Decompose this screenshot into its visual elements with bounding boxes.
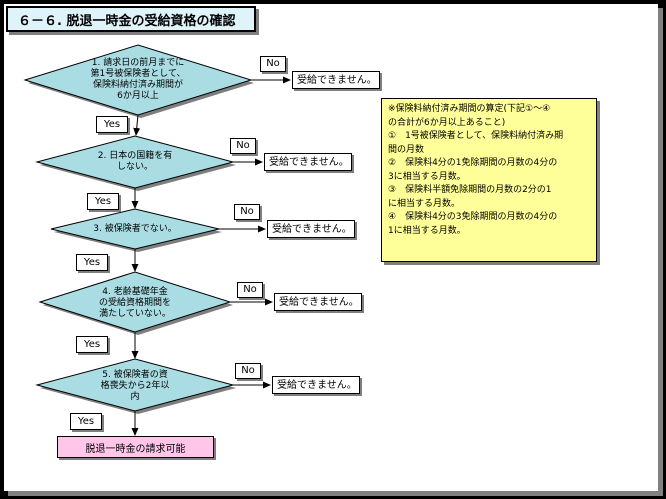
title-box: ６－６. 脱退一時金の受給資格の確認 (6, 6, 256, 32)
decision-1-line-1: 1. 請求日の前月までに (91, 58, 185, 68)
yes-label-1: Yes (96, 116, 128, 133)
no-label-2: No (230, 138, 256, 154)
note-line-2: の合計が6か月以上あること) (388, 117, 506, 128)
decision-1-line-4: 6か月以上 (117, 91, 159, 101)
yes-label-5: Yes (70, 413, 102, 430)
decision-2-line-1: 2. 日本の国籍を有 (97, 151, 173, 161)
decision-5-line-2: 格喪失から2年以 (100, 380, 170, 391)
yes-label-2: Yes (87, 193, 119, 210)
note-line-7: ③ 保険料半額免除期間の月数の2分の1 (388, 185, 552, 195)
note-line-1: ※保険料納付済み期間の算定(下記①～④ (388, 104, 551, 114)
result-box-1: 受給できません。 (292, 71, 380, 89)
final-result-box: 脱退一時金の請求可能 (57, 436, 214, 458)
note-box: ※保険料納付済み期間の算定(下記①～④ の合計が6か月以上あること) ① 1号被… (381, 98, 597, 262)
result-box-2: 受給できません。 (264, 153, 352, 171)
no-label-4: No (237, 282, 263, 298)
note-line-10: 1に相当する月数。 (388, 225, 466, 236)
note-line-4: 間の月数 (388, 144, 425, 155)
decision-2-line-2: しない。 (116, 162, 153, 172)
decision-3-text: 3. 被保険者でない。 (80, 222, 190, 236)
yes-label-3: Yes (76, 254, 108, 271)
slide-shadow-bottom (8, 491, 663, 496)
decision-4-line-1: 4. 老齢基礎年金 (102, 286, 168, 297)
no-label-3: No (234, 204, 260, 220)
note-line-5: ② 保険料4分の1免除期間の月数の4分の (388, 158, 558, 168)
decision-5-line-1: 5. 被保険者の資 (102, 369, 168, 380)
decision-4-text: 4. 老齢基礎年金 の受給資格期間を 満たしていない。 (75, 285, 195, 321)
decision-5-text: 5. 被保険者の資 格喪失から2年以 内 (75, 368, 195, 404)
slide-shadow-right (658, 8, 663, 493)
decision-1-line-2: 第1号被保険者として、 (90, 69, 186, 79)
no-label-1: No (260, 56, 286, 72)
decision-1-text: 1. 請求日の前月までに 第1号被保険者として、 保険料納付済み期間が 6か月以… (63, 55, 213, 105)
page-title: ６－６. 脱退一時金の受給資格の確認 (18, 13, 236, 29)
note-line-9: ④ 保険料4分の3免除期間の月数の4分の (388, 212, 558, 222)
result-box-5: 受給できません。 (272, 376, 360, 394)
decision-4-line-2: の受給資格期間を (98, 297, 171, 308)
result-box-3: 受給できません。 (267, 220, 355, 238)
note-line-3: ① 1号被保険者として、保険料納付済み期 (388, 131, 564, 141)
decision-4-line-3: 満たしていない。 (99, 308, 171, 319)
decision-3-line-1: 3. 被保険者でない。 (93, 223, 177, 234)
decision-2-text: 2. 日本の国籍を有 しない。 (70, 150, 200, 174)
decision-5-line-3: 内 (130, 391, 140, 402)
note-line-8: に相当する月数。 (388, 198, 461, 209)
note-line-6: 3に相当する月数。 (388, 171, 466, 182)
decision-1-line-3: 保険料納付済み期間が (92, 80, 183, 90)
yes-label-4: Yes (76, 336, 108, 353)
yes-arrow-1 (133, 114, 141, 136)
no-label-5: No (235, 363, 261, 379)
result-box-4: 受給できません。 (274, 293, 362, 311)
